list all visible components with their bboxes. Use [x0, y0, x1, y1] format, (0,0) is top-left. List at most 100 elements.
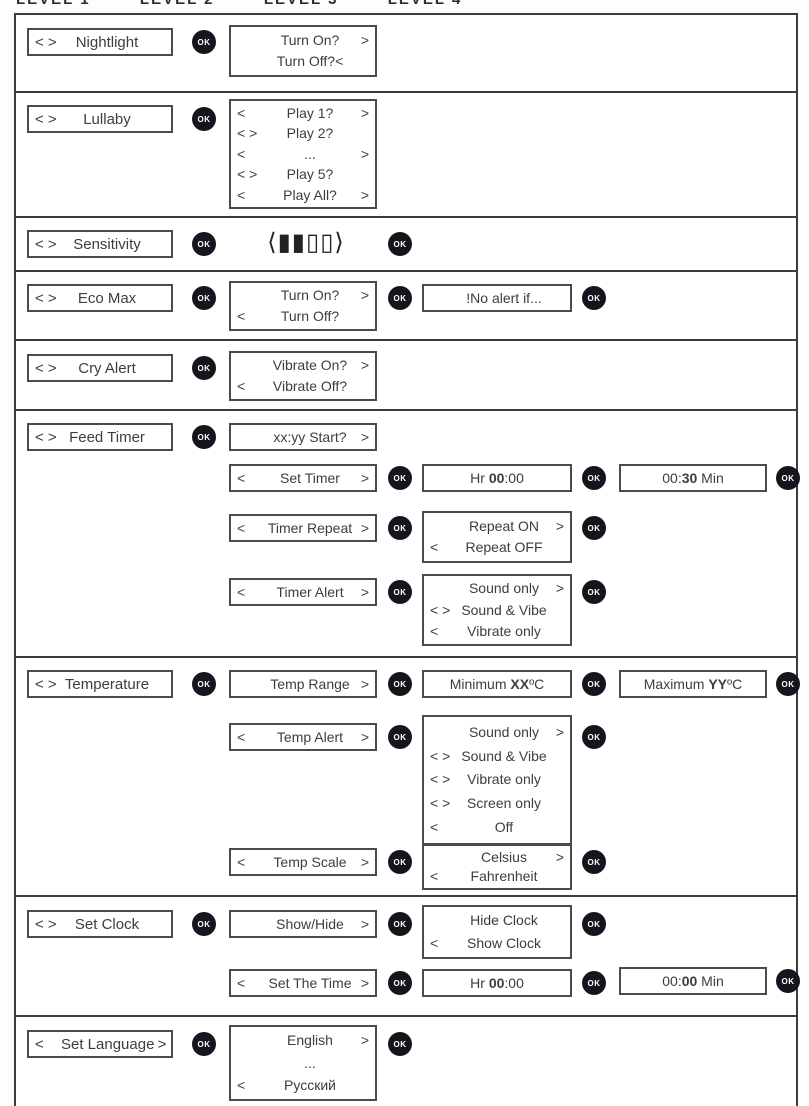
ok-button: OK — [582, 580, 606, 604]
option-line: <Play 1?> — [237, 104, 369, 121]
menu-box-eco-max: < >Eco Max — [27, 284, 173, 312]
option-line: <Fahrenheit — [430, 868, 538, 885]
ok-button: OK — [582, 850, 606, 874]
options-box-eco-max: Turn On?> <Turn Off? — [229, 281, 377, 331]
section-lullaby: < >Lullaby OK <Play 1?> < >Play 2? <...>… — [16, 93, 796, 218]
ok-button: OK — [388, 1032, 412, 1056]
menu-label: Sensitivity — [73, 235, 141, 253]
value-box-timer-minutes: 00:30 Min — [619, 464, 767, 492]
option-line: ... — [304, 1054, 316, 1071]
menu-label: Feed Timer — [69, 428, 145, 446]
ok-button: OK — [388, 971, 412, 995]
nav-arrows: < > — [35, 33, 57, 51]
section-cry-alert: < >Cry Alert OK Vibrate On?> <Vibrate Of… — [16, 341, 796, 411]
nav-arrows: < > — [35, 675, 57, 693]
ok-button: OK — [192, 107, 216, 131]
option-line: <Turn Off? — [237, 308, 340, 324]
ok-button: OK — [192, 425, 216, 449]
submenu-box-show-hide: Show/Hide> — [229, 910, 377, 938]
ok-button: OK — [388, 286, 412, 310]
nav-arrows: < > — [35, 359, 57, 377]
option-line: <Vibrate only — [430, 622, 541, 639]
page-header-text: LEVEL 1 LEVEL 2 LEVEL 3 LEVEL 4 — [16, 0, 786, 8]
option-line: Turn Off?< — [276, 53, 344, 70]
ok-button: OK — [582, 725, 606, 749]
option-line: Sound only> — [468, 723, 564, 740]
ok-button: OK — [582, 466, 606, 490]
nav-arrows: < > — [35, 428, 57, 446]
menu-box-cry-alert: < >Cry Alert — [27, 354, 173, 382]
option-line: <Repeat OFF — [430, 539, 543, 556]
ok-button: OK — [582, 286, 606, 310]
options-box-timer-repeat: Repeat ON> <Repeat OFF — [422, 511, 572, 563]
submenu-box-temp-alert: <Temp Alert> — [229, 723, 377, 751]
ok-button: OK — [776, 969, 800, 993]
menu-label: Nightlight — [75, 33, 139, 51]
option-line: <Русский — [237, 1076, 336, 1093]
options-box-temp-scale: Celsius> <Fahrenheit — [422, 844, 572, 890]
menu-box-temperature: < > Temperature — [27, 670, 173, 698]
option-line: <Play All?> — [237, 186, 369, 203]
value-box-minimum-temp: Minimum XXºC — [422, 670, 572, 698]
submenu-box-set-timer: <Set Timer> — [229, 464, 377, 492]
value-box-maximum-temp: Maximum YYºC — [619, 670, 767, 698]
menu-box-lullaby: < > Lullaby — [27, 105, 173, 133]
options-box-show-hide: Hide Clock <Show Clock — [422, 905, 572, 959]
start-box-feed-timer: xx:yy Start?> — [229, 423, 377, 451]
option-line: Turn On?> — [280, 31, 369, 48]
page-header-clipped: LEVEL 1 LEVEL 2 LEVEL 3 LEVEL 4 — [16, 0, 786, 11]
ok-button: OK — [192, 232, 216, 256]
diagram-frame: < > Nightlight OK Turn On?> Turn Off?< < … — [14, 13, 800, 1106]
nav-arrows: < > — [35, 110, 57, 128]
section-set-language: <Set Language> OK English> ... <Русский … — [16, 1017, 796, 1106]
option-line: < >Play 2? — [237, 125, 334, 141]
option-line: < >Sound & Vibe — [430, 601, 547, 618]
ok-button: OK — [388, 580, 412, 604]
menu-label: Temperature — [64, 675, 150, 693]
ok-button: OK — [192, 1032, 216, 1056]
option-line: < >Screen only — [430, 795, 541, 812]
option-line: < >Vibrate only — [430, 771, 541, 788]
nav-arrows: < > — [35, 289, 57, 307]
value-box-clock-hours: Hr 00:00 — [422, 969, 572, 997]
menu-box-nightlight: < > Nightlight — [27, 28, 173, 56]
nav-arrows: < > — [35, 235, 57, 253]
menu-label: Lullaby — [83, 110, 131, 128]
submenu-box-set-the-time: <Set The Time> — [229, 969, 377, 997]
nav-arrows: < > — [35, 915, 57, 933]
menu-box-feed-timer: < > Feed Timer — [27, 423, 173, 451]
menu-box-set-clock: < >Set Clock — [27, 910, 173, 938]
option-line: < >Sound & Vibe — [430, 747, 547, 764]
ok-button: OK — [582, 516, 606, 540]
options-box-cry-alert: Vibrate On?> <Vibrate Off? — [229, 351, 377, 401]
option-line: Sound only> — [468, 580, 564, 597]
option-line: xx:yy Start?> — [273, 428, 369, 445]
menu-box-set-language: <Set Language> — [27, 1030, 173, 1058]
option-line: Vibrate On?> — [272, 357, 369, 373]
ok-button: OK — [388, 850, 412, 874]
submenu-box-timer-repeat: <Timer Repeat> — [229, 514, 377, 542]
section-temperature: < > Temperature OK Temp Range> OK Minimum… — [16, 658, 800, 897]
ok-button: OK — [192, 912, 216, 936]
section-eco-max: < >Eco Max OK Turn On?> <Turn Off? OK !N… — [16, 272, 796, 341]
ok-button: OK — [582, 912, 606, 936]
submenu-box-temp-range: Temp Range> — [229, 670, 377, 698]
section-feed-timer: < > Feed Timer OK xx:yy Start?> <Set Time… — [16, 411, 800, 658]
submenu-box-timer-alert: <Timer Alert> — [229, 578, 377, 606]
option-line: Repeat ON> — [468, 517, 564, 534]
menu-label: Set Language — [61, 1035, 155, 1053]
ok-button: OK — [388, 466, 412, 490]
ok-button: OK — [388, 516, 412, 540]
ok-button: OK — [388, 912, 412, 936]
ok-button: OK — [192, 286, 216, 310]
ok-button: OK — [776, 672, 800, 696]
section-nightlight: < >Nightlight OK Turn On?> Turn Off?< — [16, 15, 796, 93]
ok-button: OK — [192, 672, 216, 696]
option-line: Hide Clock — [470, 912, 538, 929]
ok-button: OK — [388, 672, 412, 696]
ok-button: OK — [582, 971, 606, 995]
option-line: <Vibrate Off? — [237, 378, 348, 394]
section-sensitivity: < >Sensitivity OK ⟨▮▮▯▯⟩ OK — [16, 218, 796, 272]
sensitivity-level-icon: ⟨▮▮▯▯⟩ — [267, 228, 345, 256]
